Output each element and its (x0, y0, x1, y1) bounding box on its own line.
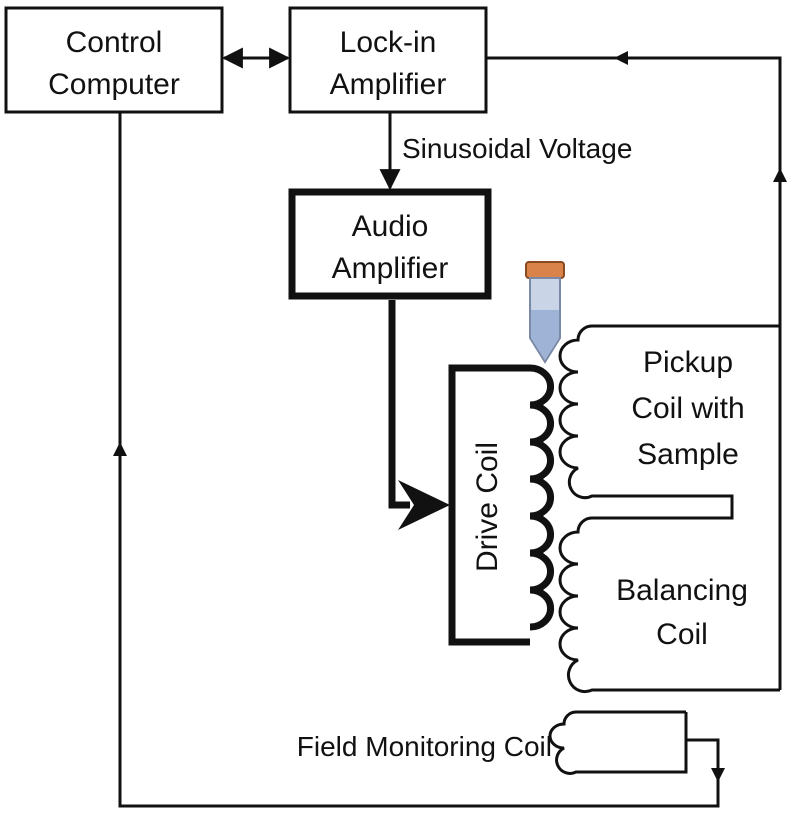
control-computer-label-line1: Control (66, 26, 163, 59)
audio-amplifier-label-line1: Audio (352, 210, 429, 243)
audio-amplifier-label-line2: Amplifier (332, 252, 449, 285)
pickup-balancing-coil: Pickup Coil with Sample Balancing Coil (558, 324, 780, 694)
control-computer-box: Control Computer (4, 6, 224, 114)
return-arrow-up (773, 168, 787, 182)
return-arrow-left (614, 51, 628, 65)
drive-coil: Drive Coil (448, 364, 555, 646)
pickup-coil-label-line3: Sample (637, 438, 739, 471)
audio-amplifier-box: Audio Amplifier (288, 188, 492, 300)
drive-arrowhead (398, 480, 450, 530)
sample-tube-icon (525, 261, 565, 364)
lockin-amplifier-label-line1: Lock-in (340, 26, 437, 59)
lockin-amplifier-box: Lock-in Amplifier (288, 6, 488, 114)
control-computer-label-line2: Computer (48, 68, 180, 101)
balancing-coil-label-line2: Coil (656, 618, 708, 651)
drive-coil-label: Drive Coil (471, 442, 504, 572)
pickup-coil-label-line1: Pickup (643, 346, 733, 379)
pickup-coil-label-line2: Coil with (631, 392, 744, 425)
lockin-amplifier-label-line2: Amplifier (330, 68, 447, 101)
balancing-coil-label-line1: Balancing (616, 574, 748, 607)
field-monitoring-coil-label: Field Monitoring Coil (297, 731, 552, 762)
audio-to-drive-line (388, 300, 410, 509)
pickup-return-line (486, 56, 782, 690)
sinusoidal-voltage-label: Sinusoidal Voltage (402, 133, 632, 164)
field-monitoring-coil: Field Monitoring Coil (113, 112, 725, 808)
